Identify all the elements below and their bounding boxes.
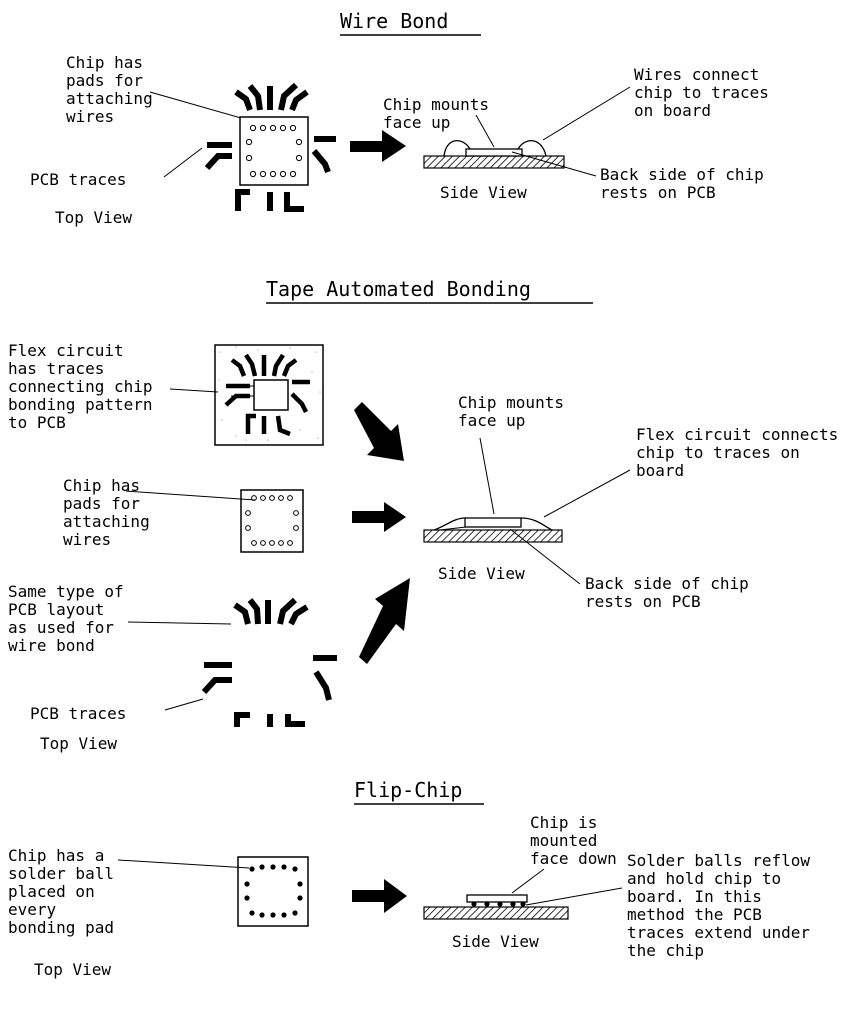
flip-chip-mounted-label: Chip is mounted face down [530,813,617,868]
wire-bond-back-label: Back side of chip rests on PCB [600,165,773,202]
wire-bond-side-view-label: Side View [440,183,527,202]
flip-chip-top-view-chip [237,856,309,927]
wire-bond-top-view-label: Top View [55,208,132,227]
wire-bond-pcb-traces [204,82,336,212]
tab-flex-label: Flex circuit has traces connecting chip … [8,341,162,432]
tab-chip-top-view [240,489,304,553]
tab-section: Tape Automated Bonding [8,277,848,753]
leader-line [169,388,219,393]
leader-line [511,868,545,894]
leader-line [127,621,232,625]
arrow-icon [350,130,406,162]
wire-bond-title: Wire Bond [340,9,448,33]
flex-circuit [214,344,324,446]
leader-line [475,114,495,148]
leader-line [125,490,256,501]
flip-chip-top-view-label: Top View [34,960,111,979]
leader-line [117,859,250,869]
flip-chip-solder-label: Solder balls reflow and hold chip to boa… [627,851,820,960]
leader-line [525,887,623,906]
tab-pcb-traces [201,597,337,727]
wire-bond-top-view-chip [239,116,309,186]
wire-bond-wires-label: Wires connect chip to traces on board [634,65,779,120]
tab-top-view-label: Top View [40,734,117,753]
wire-bond-chip-label: Chip has pads for attaching wires [66,53,162,126]
tab-side-view [423,517,563,543]
tab-back-label: Back side of chip rests on PCB [585,574,758,611]
tab-traces-label: PCB traces [30,704,126,723]
tab-title: Tape Automated Bonding [266,277,531,301]
arrow-icon [354,402,404,461]
leader-line [511,151,597,177]
arrow-icon [359,578,410,664]
leader-line [163,147,203,178]
leader-line [543,469,631,518]
wire-bond-section: Wire Bond Chip has pads for attaching wi… [30,9,779,227]
arrow-icon [352,502,406,532]
flip-chip-label: Chip has a solder ball placed on every b… [8,846,124,937]
arrow-icon [352,879,407,913]
flip-chip-side-view [423,894,569,920]
tab-chip-label: Chip has pads for attaching wires [63,476,159,549]
flip-chip-title: Flip-Chip [354,778,462,802]
tab-flex-connects-label: Flex circuit connects chip to traces on … [636,425,848,480]
wire-bond-side-view [423,140,565,169]
wire-bond-traces-label: PCB traces [30,170,126,189]
leader-line [479,437,495,515]
tab-side-view-label: Side View [438,564,525,583]
leader-line [164,698,204,711]
flip-chip-section: Flip-Chip Chip has a solder ball placed … [8,778,820,979]
wire-bond-mounts-label: Chip mounts face up [383,95,499,132]
leader-line [509,528,581,585]
tab-mounts-label: Chip mounts face up [458,393,574,430]
tab-layout-label: Same type of PCB layout as used for wire… [8,582,133,655]
leader-line [149,91,256,123]
flip-chip-side-view-label: Side View [452,932,539,951]
leader-line [542,86,631,141]
